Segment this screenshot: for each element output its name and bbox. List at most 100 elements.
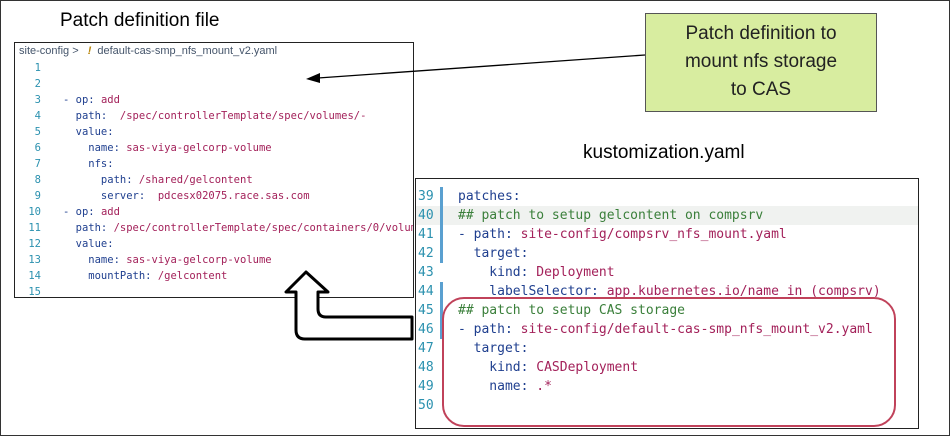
code-key: value: (63, 238, 114, 250)
line-number: 3 (34, 94, 41, 106)
code-line[interactable]: 43 kind: Deployment (416, 263, 918, 282)
code-line[interactable]: 2 (15, 76, 413, 92)
code-key: labelSelector: (458, 284, 607, 299)
highlight-box (442, 297, 896, 427)
yaml-file-icon: ! (87, 45, 92, 57)
line-number: 11 (28, 222, 41, 234)
code-key: value: (63, 126, 114, 138)
code-key: path: (63, 110, 120, 122)
line-number: 12 (28, 238, 41, 250)
code-key: - path: (458, 322, 521, 337)
callout-line: mount nfs storage (684, 51, 838, 72)
code-line[interactable]: 14 mountPath: /gelcontent (15, 268, 413, 284)
code-line[interactable]: 8 path: /shared/gelcontent (15, 172, 413, 188)
line-number: 8 (34, 174, 41, 186)
kustomization-title: kustomization.yaml (583, 142, 745, 163)
code-value: app.kubernetes.io/name in (compsrv) (606, 284, 881, 299)
code-value: site-config/compsrv_nfs_mount.yaml (520, 227, 787, 242)
code-key: - op: (63, 94, 101, 106)
code-value: pdcesx02075.race.sas.com (157, 190, 310, 202)
code-key: - path: (458, 227, 521, 242)
code-line[interactable]: 44 labelSelector: app.kubernetes.io/name… (416, 282, 918, 301)
line-number: 46 (418, 322, 434, 337)
line-number: 50 (418, 398, 434, 413)
line-number: 7 (34, 158, 41, 170)
line-number: 2 (34, 78, 41, 90)
patch-definition-title: Patch definition file (60, 10, 220, 31)
code-line[interactable]: 13 name: sas-viya-gelcorp-volume (15, 252, 413, 268)
line-number: 44 (418, 284, 434, 299)
code-line[interactable]: 7 nfs: (15, 156, 413, 172)
code-value: site-config/default-cas-smp_nfs_mount_v2… (520, 322, 873, 337)
code-line[interactable]: 10 - op: add (15, 204, 413, 220)
code-key: target: (458, 246, 529, 261)
code-key: target: (458, 341, 529, 356)
callout-note: Patch definition to mount nfs storage to… (645, 13, 877, 112)
chevron-right-icon: > (72, 45, 79, 57)
line-number: 9 (34, 190, 41, 202)
code-line[interactable]: 9 server: pdcesx02075.race.sas.com (15, 188, 413, 204)
code-value: sas-viya-gelcorp-volume (126, 142, 272, 154)
code-line[interactable]: 50 (416, 396, 918, 415)
code-key: nfs: (63, 158, 114, 170)
code-key: name: (63, 142, 127, 154)
code-key: server: (63, 190, 158, 202)
line-number: 6 (34, 142, 41, 154)
code-key: - op: (63, 206, 101, 218)
code-line[interactable]: 6 name: sas-viya-gelcorp-volume (15, 140, 413, 156)
code-line[interactable]: 41- path: site-config/compsrv_nfs_mount.… (416, 225, 918, 244)
code-line[interactable]: 40 ## patch to setup gelcontent on compsr… (416, 206, 918, 225)
code-line[interactable]: 4 path: /spec/controllerTemplate/spec/vo… (15, 108, 413, 124)
line-number: 47 (418, 341, 434, 356)
code-line[interactable]: 1 (15, 60, 413, 76)
git-change-bar (440, 282, 443, 339)
code-key: mountPath: (63, 270, 158, 282)
code-line[interactable]: 49 name: .* (416, 377, 918, 396)
callout-line: Patch definition to (685, 23, 837, 44)
git-change-bar (440, 187, 443, 263)
pointer-arrow (306, 54, 646, 83)
line-number: 15 (28, 286, 41, 298)
line-number: 5 (34, 126, 41, 138)
breadcrumb-file[interactable]: default-cas-smp_nfs_mount_v2.yaml (97, 45, 278, 57)
code-value: /shared/gelcontent (138, 174, 253, 186)
code-comment: ## patch to setup CAS storage (458, 303, 685, 318)
code-value: .* (536, 379, 552, 394)
callout-line: to CAS (730, 79, 792, 100)
code-line[interactable]: 48 kind: CASDeployment (416, 358, 918, 377)
code-line[interactable]: 11 path: /spec/controllerTemplate/spec/c… (15, 220, 413, 236)
code-line[interactable]: 15 (15, 284, 413, 298)
code-value: /spec/controllerTemplate/spec/containers… (113, 222, 413, 234)
hollow-bent-arrow (284, 270, 414, 341)
line-number: 4 (34, 110, 41, 122)
code-line[interactable]: 5 value: (15, 124, 413, 140)
line-number: 49 (418, 379, 434, 394)
line-number: 10 (28, 206, 41, 218)
code-line[interactable]: 47 target: (416, 339, 918, 358)
line-number: 13 (28, 254, 41, 266)
line-number: 48 (418, 360, 434, 375)
code-key: name: (63, 254, 127, 266)
code-value: add (100, 206, 120, 218)
line-number: 1 (34, 62, 41, 74)
line-number: 40 (418, 208, 434, 223)
code-value: add (100, 94, 120, 106)
code-key: path: (63, 222, 114, 234)
code-value: /gelcontent (157, 270, 228, 282)
breadcrumb-folder[interactable]: site-config (19, 45, 70, 57)
code-line[interactable]: 3 - op: add (15, 92, 413, 108)
code-key: name: (458, 379, 537, 394)
code-key: kind: (458, 265, 537, 280)
code-line[interactable]: 12 value: (15, 236, 413, 252)
code-line[interactable]: 46 - path: site-config/default-cas-smp_nf… (416, 320, 918, 339)
code-line[interactable]: 42 target: (416, 244, 918, 263)
code-key: patches: (458, 189, 521, 204)
code-comment: ## patch to setup gelcontent on compsrv (458, 208, 764, 223)
code-value: Deployment (536, 265, 615, 280)
code-line[interactable]: 45## patch to setup CAS storage (416, 301, 918, 320)
